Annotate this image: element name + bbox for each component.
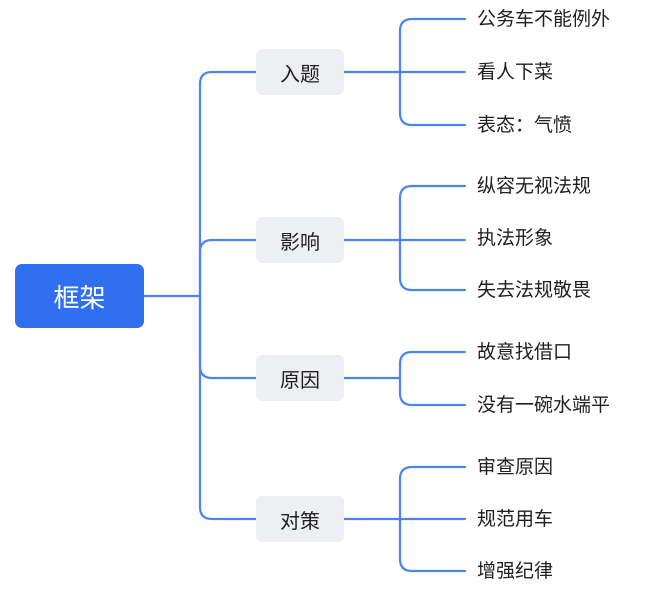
branch-3-leaf-1-line — [398, 350, 467, 380]
leaf-node[interactable]: 公务车不能例外 — [477, 8, 611, 30]
branch-3-leaf-2-line — [398, 376, 467, 407]
branch-4-leaf-3-line — [398, 517, 467, 573]
leaf-node[interactable]: 没有一碗水端平 — [477, 394, 611, 416]
branch-node-1[interactable]: 入题 — [256, 49, 344, 95]
trunk-to-branch-1 — [198, 70, 258, 298]
branch-node-4[interactable]: 对策 — [256, 496, 344, 542]
leaf-node[interactable]: 规范用车 — [477, 508, 554, 530]
branch-1-leaf-3-line — [398, 70, 467, 127]
trunk-to-branch-3 — [198, 294, 258, 380]
leaf-node[interactable]: 表态：气愤 — [477, 114, 573, 136]
branch-1-leaf-1-line — [398, 17, 467, 74]
branch-label: 原因 — [280, 367, 320, 392]
branch-label: 入题 — [280, 61, 320, 86]
leaf-node[interactable]: 执法形象 — [477, 227, 554, 249]
branch-4-leaf-1-line — [398, 465, 467, 521]
trunk-to-branch-4 — [198, 294, 258, 521]
leaf-node[interactable]: 失去法规敬畏 — [477, 279, 592, 301]
leaf-node[interactable]: 纵容无视法规 — [477, 175, 592, 197]
root-label: 框架 — [53, 283, 106, 314]
branch-2-leaf-1-line — [398, 184, 467, 242]
trunk-to-branch-2 — [198, 238, 258, 298]
branch-2-leaf-3-line — [398, 238, 467, 292]
root-node[interactable]: 框架 — [15, 264, 144, 328]
leaf-node[interactable]: 故意找借口 — [477, 341, 573, 363]
branch-label: 对策 — [280, 508, 320, 533]
leaf-node[interactable]: 看人下菜 — [477, 61, 554, 83]
branch-node-3[interactable]: 原因 — [256, 355, 344, 401]
branch-node-2[interactable]: 影响 — [256, 217, 344, 263]
leaf-node[interactable]: 审查原因 — [477, 456, 554, 478]
branch-label: 影响 — [280, 229, 320, 254]
leaf-node[interactable]: 增强纪律 — [477, 560, 554, 582]
